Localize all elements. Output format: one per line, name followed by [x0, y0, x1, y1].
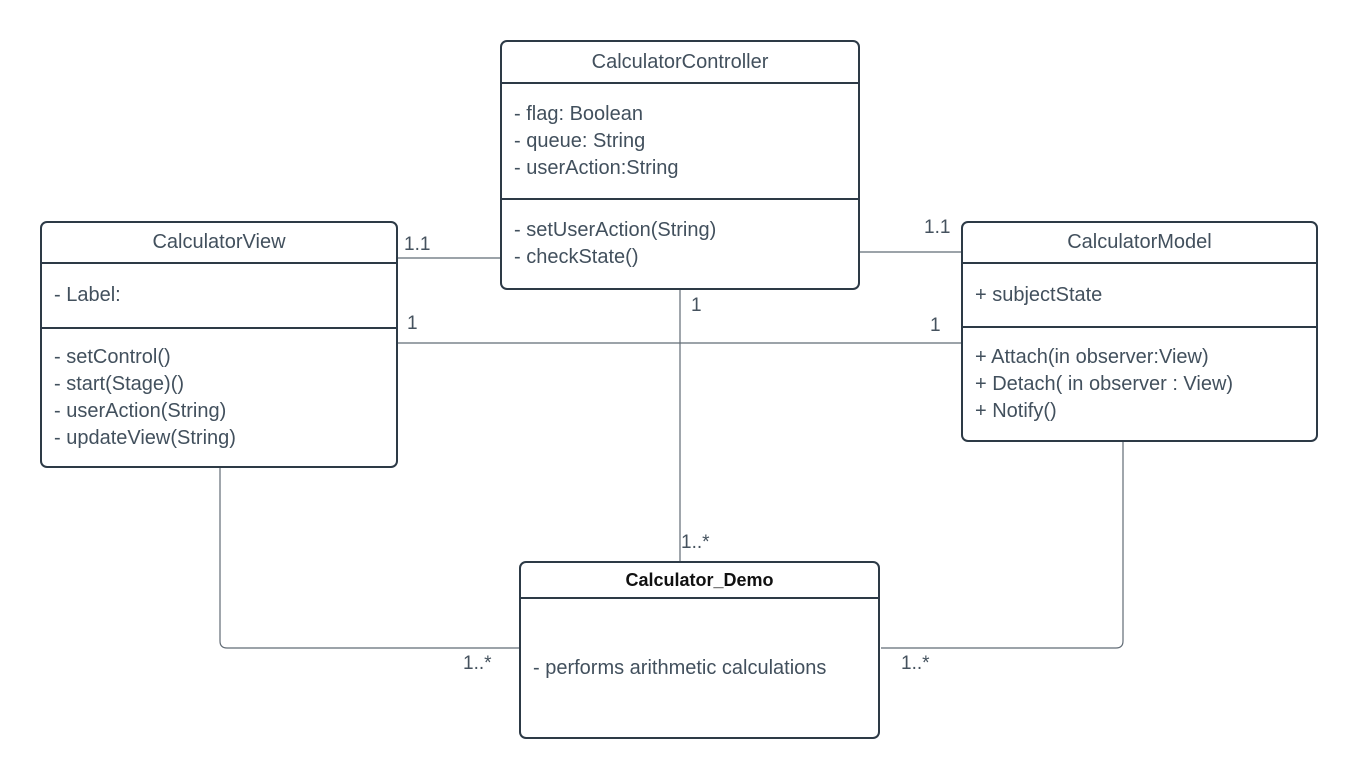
attribute-row: - Label: [54, 284, 121, 306]
attributes-section: - Label: [42, 262, 396, 327]
association-model-demo[interactable] [881, 442, 1124, 649]
class-title: CalculatorView [152, 231, 286, 253]
attributes-section: - performs arithmetic calculations [521, 597, 878, 737]
class-title: CalculatorModel [1067, 231, 1212, 253]
class-calculator-model[interactable]: CalculatorModel + subjectState + Attach(… [961, 221, 1318, 442]
attributes-section: + subjectState [963, 262, 1316, 326]
method-row: + Detach( in observer : View) [975, 372, 1234, 395]
multiplicity-label: 1..* [463, 653, 492, 674]
association-view-demo[interactable] [219, 468, 519, 649]
attribute-row: - queue: String [514, 129, 646, 152]
method-row: - setControl() [54, 345, 171, 368]
methods-section: - setUserAction(String) - checkState() [502, 198, 858, 288]
methods-section: + Attach(in observer:View) + Detach( in … [963, 326, 1316, 440]
attribute-row: - flag: Boolean [514, 102, 643, 125]
attributes-section: - flag: Boolean - queue: String - userAc… [502, 82, 858, 198]
multiplicity-label: 1 [691, 295, 702, 316]
method-row: - updateView(String) [54, 426, 236, 449]
multiplicity-label: 1..* [901, 653, 930, 674]
methods-section: - setControl() - start(Stage)() - userAc… [42, 327, 396, 466]
multiplicity-label: 1 [407, 313, 418, 334]
method-row: - userAction(String) [54, 399, 227, 422]
multiplicity-label: 1.1 [924, 217, 951, 238]
class-calculator-controller[interactable]: CalculatorController - flag: Boolean - q… [500, 40, 860, 290]
multiplicity-label: 1.1 [404, 234, 431, 255]
method-row: - start(Stage)() [54, 372, 185, 395]
attribute-row: - performs arithmetic calculations [533, 656, 827, 679]
class-calculator-view[interactable]: CalculatorView - Label: - setControl() -… [40, 221, 398, 468]
method-row: + Attach(in observer:View) [975, 345, 1209, 368]
method-row: - checkState() [514, 246, 639, 268]
class-title: Calculator_Demo [625, 569, 774, 590]
attribute-row: - userAction:String [514, 156, 679, 179]
multiplicity-label: 1..* [681, 532, 710, 553]
multiplicity-label: 1 [930, 315, 941, 336]
method-row: - setUserAction(String) [514, 219, 717, 241]
attribute-row: + subjectState [975, 283, 1103, 306]
method-row: + Notify() [975, 399, 1057, 422]
class-title: CalculatorController [591, 50, 769, 73]
class-calculator-demo[interactable]: Calculator_Demo - performs arithmetic ca… [519, 561, 880, 739]
